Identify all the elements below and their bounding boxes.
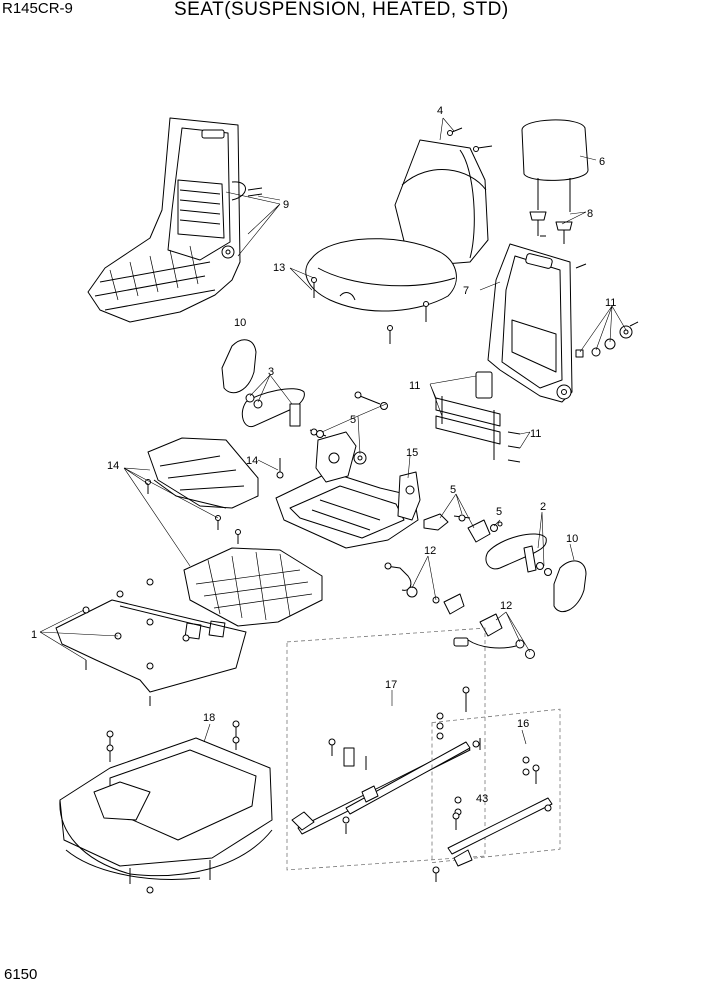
callout-6: 6 [599,156,605,168]
backrest-pad [394,139,489,265]
callout-12-lower: 12 [500,600,512,612]
leader-lines [39,117,627,745]
fastener-set-5-left [309,391,388,465]
callout-8: 8 [587,208,593,220]
fastener-set-14 [145,458,284,544]
callout-10-left: 10 [234,317,246,329]
slide-rail-assembly-17 [286,627,486,871]
callout-17: 17 [385,679,397,691]
callout-11-right: 11 [605,297,616,309]
seat-frame-heater-assembly [87,117,263,323]
callout-14-left: 14 [107,460,119,472]
fastener-set-5-right [423,513,503,543]
screw-set-4-13 [311,127,493,344]
page-title: SEAT(SUSPENSION, HEATED, STD) [174,0,509,20]
callout-15: 15 [406,447,418,459]
backrest-frame [487,235,587,403]
seat-cushion [305,238,457,312]
slide-rail-assembly-16 [431,708,561,882]
callout-2: 2 [540,501,546,513]
side-cover-left [221,339,257,394]
callout-labels: 4 9 6 8 13 7 11 10 3 11 5 11 15 14 14 5 … [31,105,616,805]
callout-7: 7 [463,285,469,297]
callout-5-right: 5 [496,506,502,518]
armrest-right [485,533,552,576]
callout-12-upper: 12 [424,545,436,557]
callout-13: 13 [273,262,285,274]
fastener-set-18 [106,720,240,762]
side-cover-right [553,560,587,612]
lumbar-support-parts [435,321,639,463]
callout-16: 16 [517,718,529,730]
callout-10-right: 10 [566,533,578,545]
callout-18: 18 [203,712,215,724]
seat-pan-upper [147,437,259,509]
callout-43: 43 [476,793,488,805]
mounting-plate [55,578,247,706]
suspension-unit [59,737,273,894]
callout-9: 9 [283,199,289,211]
armrest-left [241,388,305,428]
callout-5-left: 5 [350,414,356,426]
callout-14-mid: 14 [246,455,258,467]
callout-3: 3 [268,366,274,378]
seat-base-frame [275,431,421,549]
callout-11-lower: 11 [530,428,541,440]
callout-11-mid: 11 [409,380,420,392]
page-number: 6150 [4,966,38,983]
headrest [521,119,589,244]
callout-1: 1 [31,629,37,641]
callout-5-mid: 5 [450,484,456,496]
callout-4: 4 [437,105,443,117]
model-code: R145CR-9 [2,0,73,17]
seat-pan-lower [183,547,323,627]
